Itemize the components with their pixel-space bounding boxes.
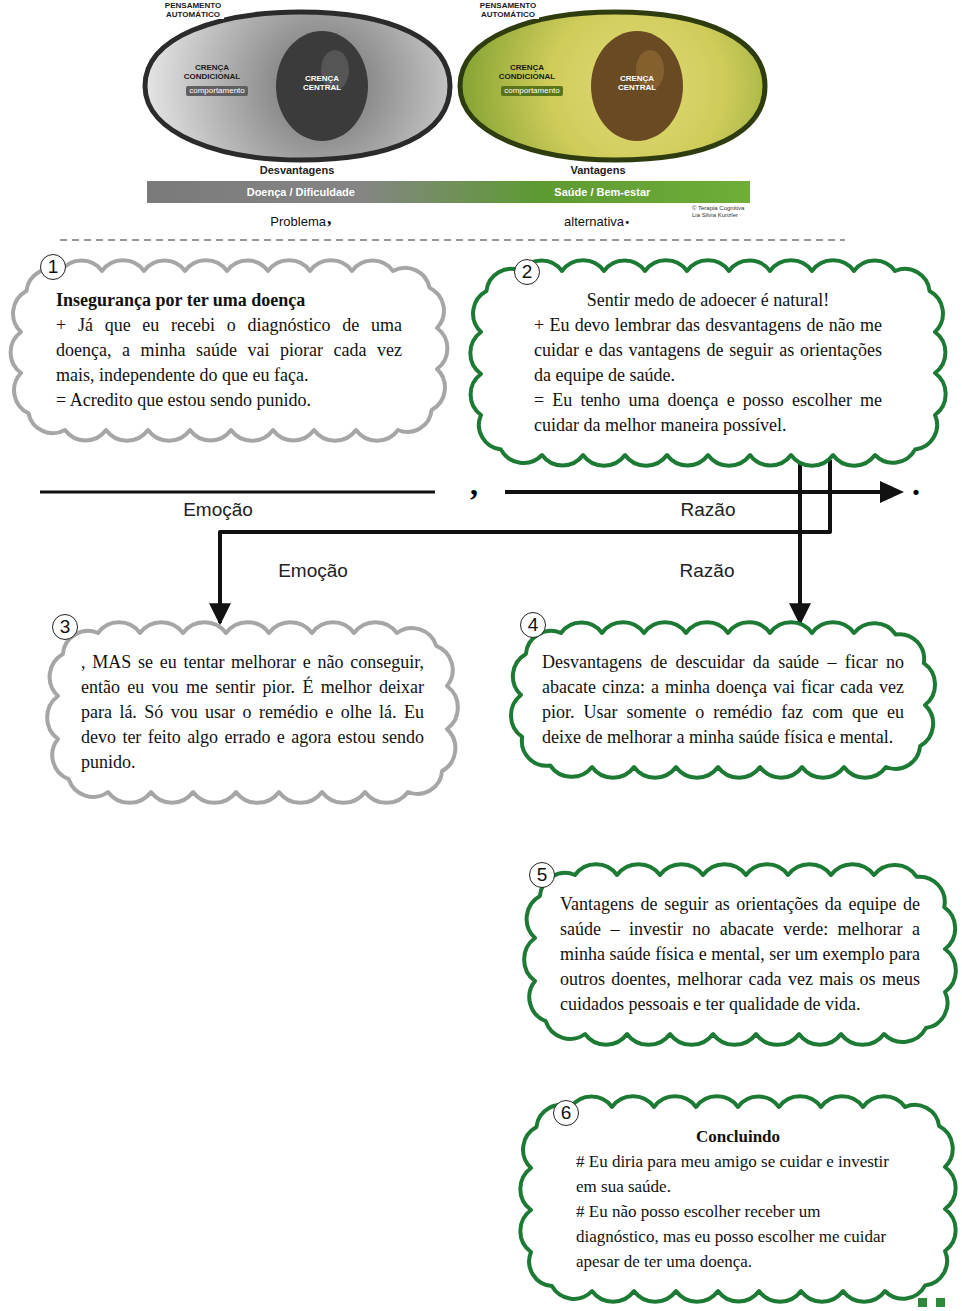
flow-arrow (220, 460, 830, 623)
thought-cloud: Desvantagens de descuidar da saúde – fic… (508, 620, 938, 780)
cloud-shape (47, 622, 458, 803)
cloud-text: Sentir medo de adoecer é natural! (534, 288, 882, 313)
cloud-shape (470, 260, 945, 465)
cloud-text: # Eu não posso escolher receber um diagn… (576, 1199, 900, 1274)
text-holder: , MAS se eu tentar melhorar e não conseg… (81, 650, 424, 775)
punctuation-mark: , (327, 208, 339, 229)
cloud-shape (511, 622, 935, 777)
cloud-text: Concluindo (576, 1124, 900, 1149)
punctuation-mark: , (464, 466, 484, 503)
callout-number: 2 (514, 259, 540, 285)
dashed-separator (60, 239, 845, 241)
thought-cloud: Vantagens de seguir as orientações da eq… (522, 862, 958, 1047)
callout-number: 3 (52, 614, 78, 640)
callout-number: 1 (40, 254, 66, 280)
edge-label: Emoção (275, 560, 351, 581)
cloud-outline (468, 258, 948, 468)
cloud-text: Insegurança por ter uma doença (56, 288, 402, 313)
cloud-text: , MAS se eu tentar melhorar e não conseg… (81, 650, 424, 775)
thought-cloud: Concluindo# Eu diria para meu amigo se c… (518, 1094, 958, 1304)
cloud-text: = Eu tenho uma doença e posso escolher m… (534, 388, 882, 438)
axis-label: Emoção (158, 499, 278, 521)
part-label: PENSAMENTO AUTOMÁTICO (477, 2, 539, 19)
avocado-flesh (145, 12, 450, 160)
text-holder: Vantagens de seguir as orientações da eq… (560, 892, 920, 1017)
part-label: CRENÇA CONDICIONAL (497, 64, 557, 81)
thought-cloud: , MAS se eu tentar melhorar e não conseg… (45, 620, 460, 805)
edge-label-box: Emoção (253, 560, 373, 582)
text-holder: Desvantagens de descuidar da saúde – fic… (542, 650, 904, 750)
gradient-band: Doença / Dificuldade Saúde / Bem-estar (147, 181, 750, 203)
cloud-text: = Acredito que estou sendo punido. (56, 388, 402, 413)
band-text: Doença / Dificuldade (247, 185, 355, 199)
scale-label: Problema (230, 214, 326, 229)
part-label: comportamento (186, 86, 248, 96)
flow-arrow (798, 460, 802, 623)
avocado-pit (591, 31, 683, 141)
text-holder: Insegurança por ter uma doença+ Já que e… (56, 288, 402, 413)
thought-cloud: Insegurança por ter uma doença+ Já que e… (8, 258, 450, 443)
text-holder: Doença / Dificuldade Saúde / Bem-estar (147, 185, 750, 199)
green-square (918, 1298, 927, 1307)
axis-label: Razão (648, 499, 768, 521)
text-holder: Concluindo# Eu diria para meu amigo se c… (576, 1124, 900, 1274)
part-label: PENSAMENTO AUTOMÁTICO (162, 2, 224, 19)
punctuation-mark: . (906, 466, 926, 503)
cloud-text: + Já que eu recebi o diagnóstico de uma … (56, 313, 402, 388)
copyright-note: © Terapia Cognitiva Lia Silvia Kunzler (692, 205, 750, 218)
punctuation-mark: . (625, 208, 637, 229)
callout-number: 4 (520, 612, 546, 638)
avocado-flesh (460, 12, 765, 160)
grey-avocado (145, 12, 450, 160)
part-label: CRENÇA CENTRAL (612, 74, 662, 92)
cloud-text: Desvantagens de descuidar da saúde – fic… (542, 650, 904, 750)
thought-cloud: Sentir medo de adoecer é natural!+ Eu de… (468, 258, 948, 468)
green-avocado (460, 12, 765, 160)
part-label: CRENÇA CONDICIONAL (182, 64, 242, 81)
cloud-shape (520, 1096, 955, 1301)
cloud-text: # Eu diria para meu amigo se cuidar e in… (576, 1149, 900, 1199)
band-text: Saúde / Bem-estar (554, 185, 650, 199)
cloud-text: Vantagens de seguir as orientações da eq… (560, 892, 920, 1017)
cloud-outline (508, 620, 938, 780)
cloud-text: + Eu devo lembrar das desvantagens de nã… (534, 313, 882, 388)
side-heading: Vantagens (538, 164, 658, 177)
edge-label-box: Razão (647, 560, 767, 582)
cloud-shape (11, 260, 448, 440)
cloud-outline (518, 1094, 958, 1304)
part-label: CRENÇA CENTRAL (297, 74, 347, 92)
callout-number: 6 (553, 1100, 579, 1126)
arrow-head (880, 481, 904, 503)
emotion-line (40, 491, 435, 494)
callout-number: 5 (529, 862, 555, 888)
avocado-pit (276, 31, 368, 141)
scale-label: alternativa (528, 214, 624, 229)
text-holder: Sentir medo de adoecer é natural!+ Eu de… (534, 288, 882, 438)
edge-label: Razão (677, 560, 738, 581)
green-square (936, 1298, 945, 1307)
part-label: comportamento (501, 86, 563, 96)
side-heading: Desvantagens (237, 164, 357, 177)
cloud-shape (524, 864, 956, 1045)
reason-line (505, 490, 884, 494)
